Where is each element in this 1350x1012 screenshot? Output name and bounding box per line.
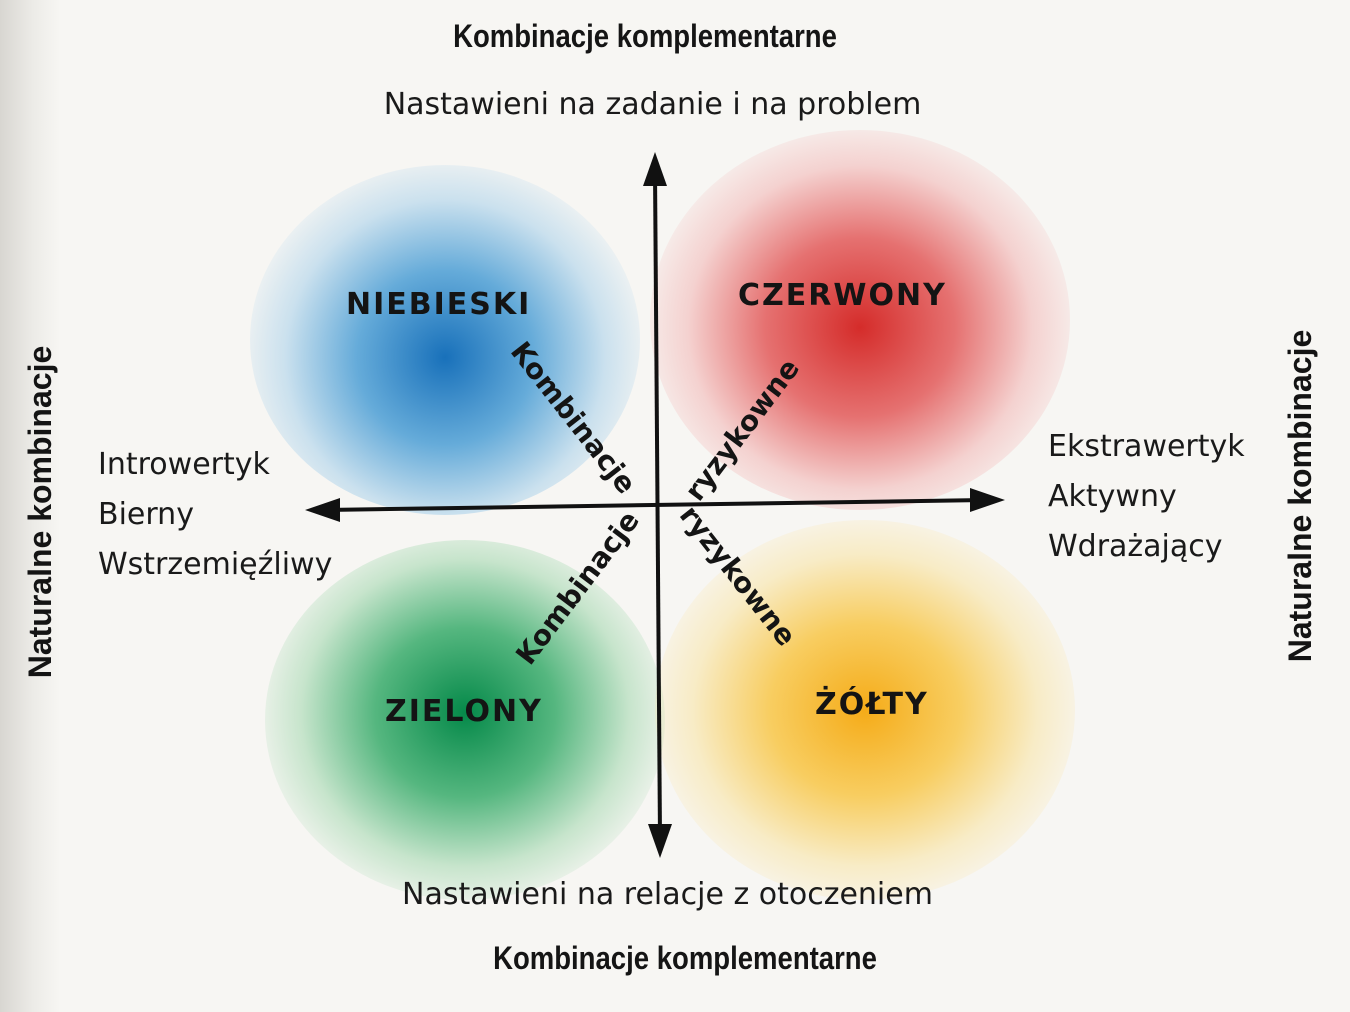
- quadrant-label-yellow: ŻÓŁTY: [815, 687, 929, 722]
- bottom-axis-label: Nastawieni na relacje z otoczeniem: [402, 877, 933, 912]
- right-trait-active: Aktywny: [1048, 479, 1177, 514]
- left-trait-passive: Bierny: [98, 497, 194, 532]
- left-trait-restrained: Wstrzemięźliwy: [98, 547, 333, 582]
- horizontal-axis-arrow-left: [305, 498, 340, 522]
- bottom-heading: Kombinacje komplementarne: [493, 940, 877, 976]
- top-heading: Kombinacje komplementarne: [453, 18, 837, 54]
- quadrant-label-red: CZERWONY: [738, 278, 947, 313]
- vertical-axis-arrow-down: [648, 824, 672, 858]
- right-trait-implementing: Wdrażający: [1048, 529, 1223, 564]
- yellow-quadrant-blob: [655, 520, 1075, 900]
- right-side-label: Naturalne kombinacje: [1282, 329, 1318, 663]
- vertical-axis-arrow-up: [643, 152, 667, 186]
- green-quadrant-blob: [265, 540, 665, 900]
- left-traits: Introwertyk Bierny Wstrzemięźliwy: [98, 440, 332, 590]
- red-quadrant-blob: [650, 130, 1070, 510]
- right-traits: Ekstrawertyk Aktywny Wdrażający: [1048, 422, 1245, 572]
- page-edge-shadow: [0, 0, 60, 1012]
- quadrant-label-green: ZIELONY: [385, 694, 543, 729]
- right-trait-extravert: Ekstrawertyk: [1048, 429, 1245, 464]
- left-side-label: Naturalne kombinacje: [22, 345, 58, 679]
- left-trait-introvert: Introwertyk: [98, 447, 270, 482]
- horizontal-axis: [324, 498, 986, 512]
- quadrant-label-blue: NIEBIESKI: [346, 287, 532, 322]
- top-axis-label: Nastawieni na zadanie i na problem: [383, 87, 922, 122]
- blue-quadrant-blob: [250, 165, 640, 515]
- horizontal-axis-arrow-right: [970, 488, 1005, 512]
